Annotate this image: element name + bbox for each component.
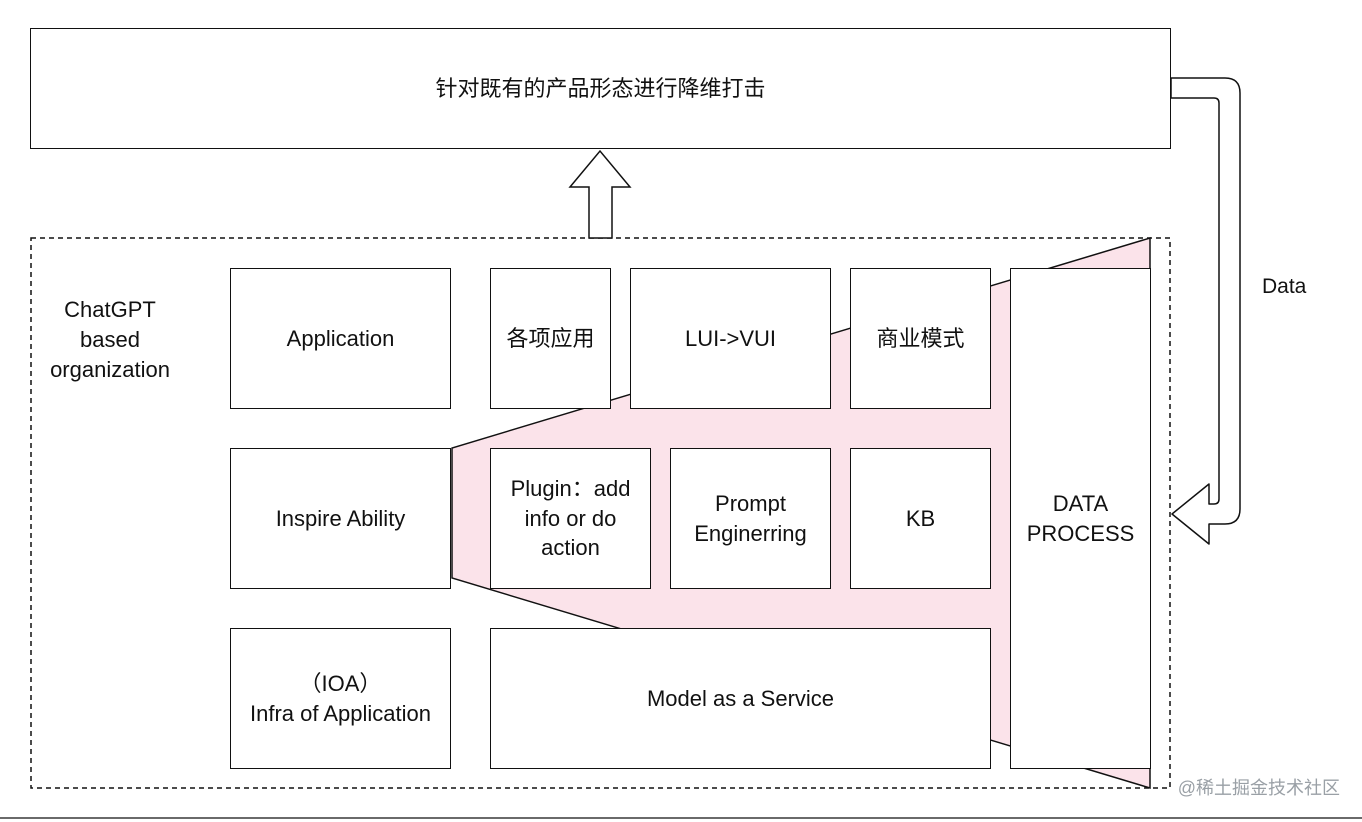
data-process-label: DATA PROCESS [1026,490,1135,546]
application-title: Application [286,325,395,351]
watermark: @稀土掘金技术社区 [1177,778,1340,798]
app-item-lui-vui-label: LUI->VUI [684,325,777,351]
application-box: Application [230,268,451,409]
infra-title: （IOA） Infra of Application [249,670,431,726]
top-banner: 针对既有的产品形态进行降维打击 [30,28,1171,149]
inspire-item-prompt: Prompt Enginerring [670,448,831,589]
app-item-lui-vui: LUI->VUI [630,268,831,409]
inspire-box: Inspire Ability [230,448,451,589]
infra-box: （IOA） Infra of Application [230,628,451,769]
up-arrow [568,149,632,239]
data-process-box: DATA PROCESS [1010,268,1151,769]
infra-item-maas-label: Model as a Service [646,685,835,711]
inspire-item-plugin: Plugin：add info or do action [490,448,651,589]
app-item-business-model-label: 商业模式 [876,325,965,351]
infra-item-maas: Model as a Service [490,628,991,769]
data-label: Data [1262,275,1307,298]
inspire-item-kb: KB [850,448,991,589]
top-banner-text: 针对既有的产品形态进行降维打击 [435,75,766,101]
org-label: ChatGPT based organization [50,297,170,382]
inspire-item-plugin-label: Plugin：add info or do action [510,475,631,561]
inspire-title: Inspire Ability [275,505,406,531]
inspire-item-kb-label: KB [905,505,936,531]
app-item-apps-label: 各项应用 [506,325,595,351]
app-item-apps: 各项应用 [490,268,611,409]
inspire-item-prompt-label: Prompt Enginerring [694,490,807,546]
app-item-business-model: 商业模式 [850,268,991,409]
